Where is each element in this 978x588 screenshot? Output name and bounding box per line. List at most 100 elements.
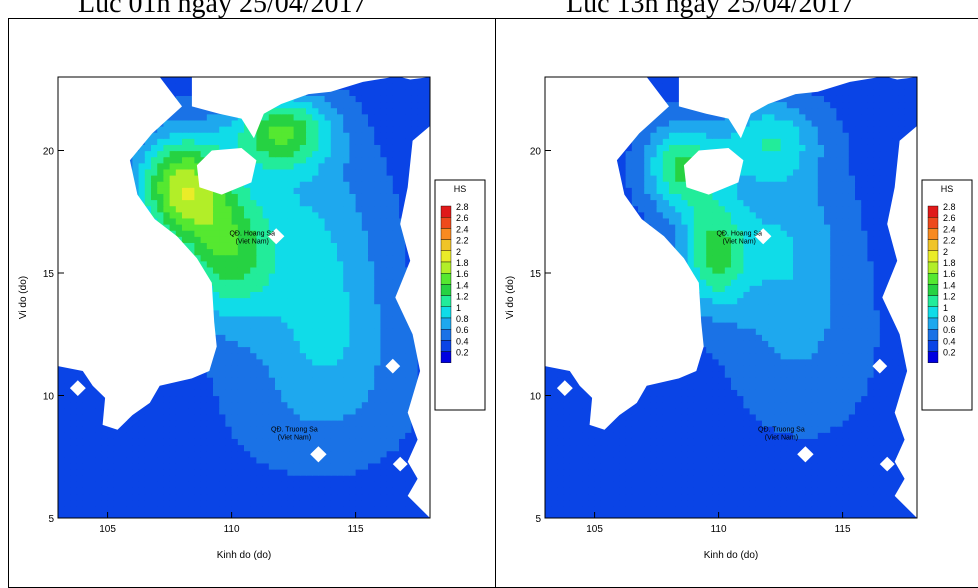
field-cell: [399, 389, 406, 396]
field-cell: [238, 334, 245, 341]
field-cell: [207, 445, 214, 452]
field-cell: [387, 438, 394, 445]
field-cell: [362, 334, 369, 341]
field-cell: [393, 328, 400, 335]
field-cell: [194, 420, 201, 427]
field-cell: [399, 506, 406, 513]
field-cell: [399, 267, 406, 274]
field-cell: [650, 469, 657, 476]
field-cell: [356, 365, 363, 372]
field-cell: [126, 438, 133, 445]
field-cell: [356, 475, 363, 482]
field-cell: [287, 267, 294, 274]
field-cell: [207, 506, 214, 513]
field-cell: [557, 506, 564, 513]
field-cell: [768, 481, 775, 488]
field-cell: [188, 181, 195, 188]
field-cell: [287, 285, 294, 292]
field-cell: [393, 334, 400, 341]
field-cell: [108, 494, 115, 501]
field-cell: [213, 193, 220, 200]
field-cell: [77, 506, 84, 513]
field-cell: [824, 494, 831, 501]
field-cell: [867, 481, 874, 488]
field-cell: [368, 114, 375, 121]
field-cell: [688, 463, 695, 470]
field-cell: [132, 500, 139, 507]
field-cell: [238, 273, 245, 280]
field-cell: [768, 469, 775, 476]
field-cell: [349, 469, 356, 476]
field-cell: [281, 469, 288, 476]
field-cell: [225, 438, 232, 445]
field-cell: [312, 506, 319, 513]
field-cell: [337, 365, 344, 372]
field-cell: [256, 359, 263, 366]
field-cell: [238, 310, 245, 317]
field-cell: [256, 445, 263, 452]
field-cell: [650, 506, 657, 513]
field-cell: [194, 457, 201, 464]
field-cell: [387, 506, 394, 513]
field-cell: [867, 500, 874, 507]
field-cell: [601, 481, 608, 488]
field-cell: [238, 494, 245, 501]
field-cell: [774, 487, 781, 494]
field-cell: [607, 457, 614, 464]
field-cell: [607, 487, 614, 494]
field-cell: [582, 500, 589, 507]
field-cell: [849, 500, 856, 507]
field-cell: [405, 353, 412, 360]
field-cell: [201, 212, 208, 219]
field-cell: [170, 187, 177, 194]
field-cell: [225, 120, 232, 127]
field-cell: [374, 340, 381, 347]
field-cell: [669, 487, 676, 494]
field-cell: [83, 463, 90, 470]
field-cell: [182, 89, 189, 96]
field-cell: [139, 463, 146, 470]
field-cell: [182, 169, 189, 176]
field-cell: [275, 402, 282, 409]
field-cell: [368, 500, 375, 507]
field-cell: [263, 163, 270, 170]
field-cell: [176, 151, 183, 158]
field-cell: [95, 402, 102, 409]
field-cell: [861, 481, 868, 488]
field-cell: [157, 469, 164, 476]
field-cell: [219, 279, 226, 286]
field-cell: [281, 144, 288, 151]
field-cell: [256, 267, 263, 274]
field-cell: [64, 457, 71, 464]
field-cell: [101, 494, 108, 501]
field-cell: [405, 89, 412, 96]
field-cell: [325, 126, 332, 133]
field-cell: [343, 285, 350, 292]
field-cell: [232, 396, 239, 403]
field-cell: [306, 267, 313, 274]
field-cell: [232, 487, 239, 494]
field-cell: [201, 445, 208, 452]
field-cell: [182, 457, 189, 464]
field-cell: [387, 494, 394, 501]
annotation-country: (Viet Nam): [278, 434, 311, 441]
field-cell: [176, 420, 183, 427]
field-cell: [706, 506, 713, 513]
field-cell: [145, 187, 152, 194]
field-cell: [343, 334, 350, 341]
field-cell: [300, 389, 307, 396]
field-cell: [145, 181, 152, 188]
field-cell: [188, 163, 195, 170]
field-cell: [132, 420, 139, 427]
y-axis-label: Vi do (do): [18, 276, 29, 319]
field-cell: [343, 138, 350, 145]
field-cell: [269, 298, 276, 305]
field-cell: [201, 463, 208, 470]
field-cell: [275, 359, 282, 366]
field-cell: [588, 494, 595, 501]
field-cell: [399, 89, 406, 96]
field-cell: [576, 469, 583, 476]
field-cell: [275, 187, 282, 194]
field-cell: [337, 438, 344, 445]
field-cell: [380, 291, 387, 298]
